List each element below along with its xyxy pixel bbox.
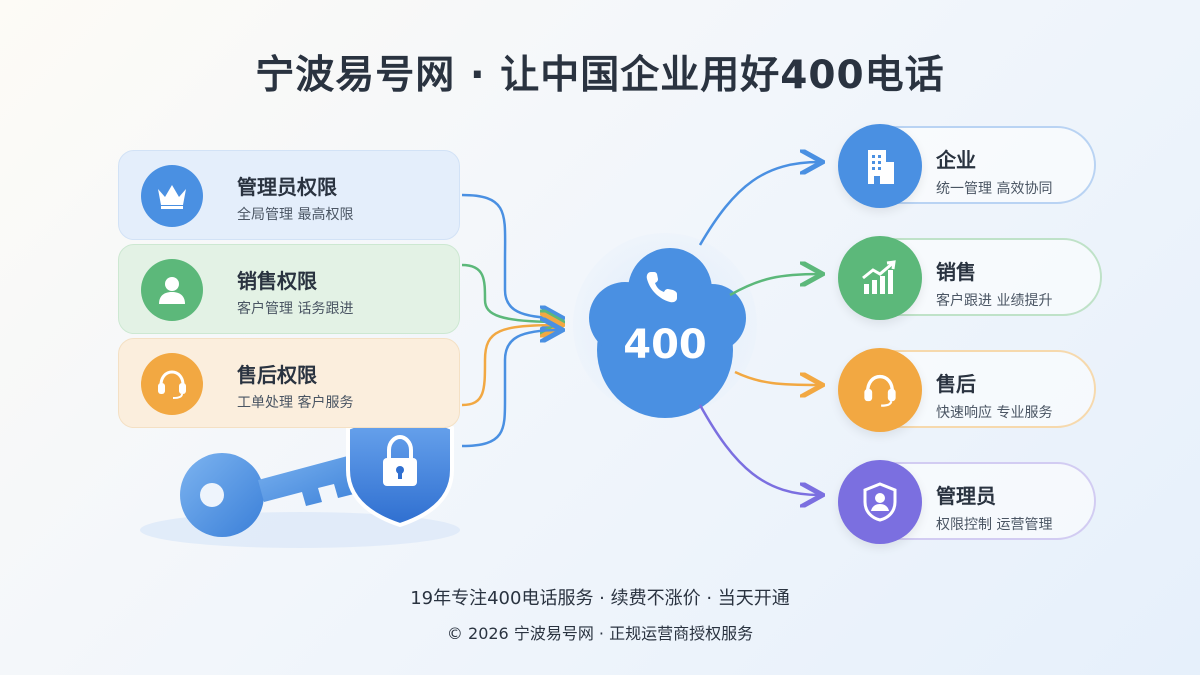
card-sales-permission[interactable]: 销售权限 客户管理 话务跟进 bbox=[118, 244, 460, 334]
phone-icon bbox=[646, 272, 677, 303]
card-title: 管理员权限 bbox=[237, 175, 337, 199]
card-subtitle: 全局管理 最高权限 bbox=[237, 207, 354, 223]
card-subtitle: 工单处理 客户服务 bbox=[237, 395, 354, 411]
item-subtitle: 权限控制 运营管理 bbox=[936, 517, 1053, 533]
building-icon bbox=[838, 124, 922, 208]
connector-sales-right bbox=[729, 274, 820, 297]
item-subtitle: 客户跟进 业绩提升 bbox=[936, 293, 1053, 309]
item-sales[interactable]: 销售 客户跟进 业绩提升 bbox=[838, 236, 1102, 320]
card-title: 售后权限 bbox=[237, 363, 317, 387]
center-400-label: 400 bbox=[623, 322, 707, 368]
item-subtitle: 统一管理 高效协同 bbox=[936, 181, 1053, 197]
page-title: 宁波易号网 · 让中国企业用好400电话 bbox=[255, 53, 945, 98]
crown-icon bbox=[141, 165, 203, 227]
footer-copyright: © 2026 宁波易号网 · 正规运营商授权服务 bbox=[446, 624, 754, 643]
cloud-shape bbox=[589, 248, 746, 418]
card-admin-permission[interactable]: 管理员权限 全局管理 最高权限 bbox=[118, 150, 460, 240]
connector-enterprise bbox=[698, 162, 820, 246]
user-icon bbox=[141, 259, 203, 321]
item-aftersales[interactable]: 售后 快速响应 专业服务 bbox=[838, 348, 1096, 432]
card-aftersales-permission[interactable]: 售后权限 工单处理 客户服务 bbox=[118, 338, 460, 428]
item-admin[interactable]: 管理员 权限控制 运营管理 bbox=[838, 460, 1096, 544]
card-subtitle: 客户管理 话务跟进 bbox=[237, 301, 354, 317]
item-title: 管理员 bbox=[936, 484, 996, 508]
connector-aftersales bbox=[461, 325, 560, 407]
connector-aftersales-right bbox=[734, 370, 820, 385]
shield-lock-icon bbox=[346, 405, 454, 528]
item-title: 销售 bbox=[936, 260, 976, 284]
connector-lock bbox=[461, 330, 560, 448]
item-title: 售后 bbox=[936, 372, 976, 396]
connector-admin bbox=[461, 193, 560, 318]
footer-tagline: 19年专注400电话服务 · 续费不涨价 · 当天开通 bbox=[410, 588, 790, 609]
headset-icon bbox=[838, 348, 922, 432]
item-enterprise[interactable]: 企业 统一管理 高效协同 bbox=[838, 124, 1096, 208]
card-title: 销售权限 bbox=[237, 269, 317, 293]
admin-shield-icon bbox=[838, 460, 922, 544]
headset-icon bbox=[141, 353, 203, 415]
item-title: 企业 bbox=[936, 148, 976, 172]
growth-chart-icon bbox=[838, 236, 922, 320]
connector-sales bbox=[461, 263, 560, 322]
connector-admin-right bbox=[698, 404, 820, 495]
item-subtitle: 快速响应 专业服务 bbox=[936, 405, 1053, 421]
